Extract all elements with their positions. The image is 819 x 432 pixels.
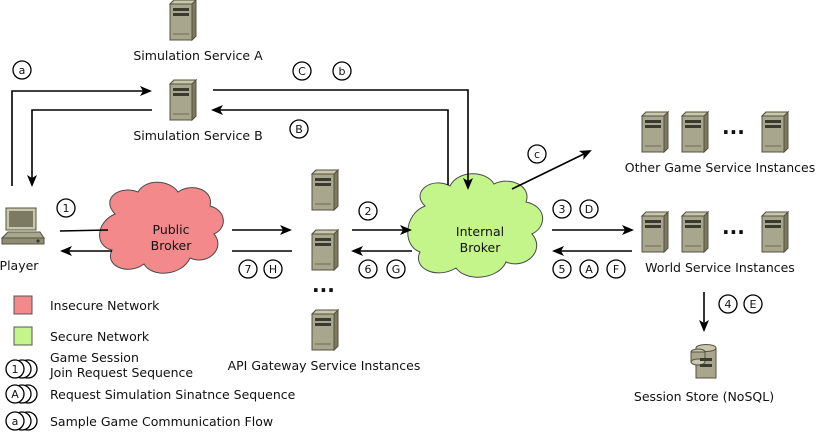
other-game-ellipsis: ... [722, 115, 745, 139]
world-service-label: World Service Instances [645, 260, 795, 275]
step-badge-E: E [743, 294, 763, 314]
public-broker-label-1: Public [153, 222, 190, 237]
legend-game-session-label-2: Join Request Sequence [49, 365, 193, 380]
step-badge-text-G: G [392, 263, 401, 276]
legend-sample-flow-label: Sample Game Communication Flow [50, 414, 273, 429]
internal-broker-label-1: Internal [456, 224, 504, 239]
step-badge-text-a: a [19, 64, 26, 77]
arrow-sim-b-to-player [27, 109, 152, 187]
step-badge-text-c_low: c [534, 148, 540, 161]
step-badge-text-H: H [269, 263, 277, 276]
step-badge-text-D: D [585, 203, 593, 216]
legend-game-session-symbol-text: 1 [12, 363, 19, 376]
arrow-internal-broker-to-sim-b [211, 105, 449, 185]
other-game-server-icon-2 [681, 111, 709, 153]
simulation-service-a-label: Simulation Service A [133, 48, 263, 63]
arrow-sim-a-to-internal-broker [213, 89, 473, 190]
step-badge-D: D [579, 199, 599, 219]
world-service-server-icon-2 [681, 211, 709, 253]
legend-sample-flow-symbol-text: a [12, 415, 19, 428]
step-badge-text-C: C [298, 65, 306, 78]
step-badge-n5: 5 [552, 259, 572, 279]
world-service-server-icon-3 [761, 211, 789, 253]
step-badge-text-n3: 3 [559, 203, 566, 216]
step-badge-n6: 6 [358, 259, 378, 279]
step-badge-G: G [386, 259, 406, 279]
simulation-service-b-label: Simulation Service B [133, 128, 262, 143]
session-store-label: Session Store (NoSQL) [634, 389, 774, 404]
step-badge-C: C [292, 61, 312, 81]
step-badge-n1: 1 [56, 198, 76, 218]
step-badge-text-n5: 5 [559, 263, 566, 276]
step-badge-n4: 4 [718, 294, 738, 314]
step-badge-text-B: B [295, 123, 303, 136]
legend-sample-flow-symbol: a [5, 411, 38, 431]
step-badge-text-F: F [613, 263, 619, 276]
other-game-server-icon-3 [761, 111, 789, 153]
step-badge-B: B [289, 119, 309, 139]
legend-insecure-swatch [13, 295, 33, 315]
step-badge-text-n6: 6 [365, 263, 372, 276]
simulation-service-b-server-icon [169, 79, 197, 121]
step-badge-c_low: c [527, 144, 547, 164]
simulation-service-a-server-icon [169, 0, 197, 41]
public-broker-label-2: Broker [151, 238, 193, 253]
step-badge-n7: 7 [238, 259, 258, 279]
step-badge-b: b [332, 61, 352, 81]
world-service-server-icon-1 [641, 211, 669, 253]
legend-game-session-symbol: 1 [5, 359, 38, 379]
legend-request-sim-label: Request Simulation Sinatnce Sequence [50, 387, 296, 402]
step-badge-H: H [263, 259, 283, 279]
internal-broker-label-2: Broker [460, 240, 502, 255]
step-badge-text-E: E [750, 298, 757, 311]
public-broker-cloud [99, 181, 224, 274]
legend-request-sim-symbol: A [5, 384, 38, 404]
api-gateway-server-icon-1 [311, 169, 339, 211]
computer-icon [0, 207, 45, 245]
step-badge-F: F [606, 259, 626, 279]
arrow-player-to-public-broker [59, 229, 109, 232]
step-badge-A: A [579, 259, 599, 279]
step-badge-n3: 3 [552, 199, 572, 219]
player-label: Player [0, 258, 39, 273]
legend-secure-swatch [13, 326, 33, 346]
step-badge-n2: 2 [358, 201, 378, 221]
internal-broker-cloud [407, 173, 543, 278]
api-gateway-server-icon-3 [311, 309, 339, 351]
step-badge-a: a [12, 60, 32, 80]
legend-request-sim-symbol-text: A [11, 388, 19, 401]
arrow-player-to-sim-a [11, 86, 152, 186]
api-gateway-server-icon-2 [311, 229, 339, 271]
arrow-internal-broker-to-other-game [511, 150, 592, 190]
step-badge-text-n2: 2 [365, 205, 372, 218]
other-game-service-label: Other Game Service Instances [625, 160, 816, 175]
step-badge-text-b: b [339, 65, 346, 78]
api-gateway-label: API Gateway Service Instances [228, 358, 421, 373]
step-badge-text-n4: 4 [725, 298, 732, 311]
world-service-ellipsis: ... [722, 215, 745, 239]
legend-secure-label: Secure Network [50, 329, 150, 344]
step-badge-text-n1: 1 [63, 202, 70, 215]
api-gateway-ellipsis: ... [312, 273, 335, 297]
other-game-server-icon-1 [641, 111, 669, 153]
legend-insecure-label: Insecure Network [50, 298, 160, 313]
database-icon [690, 344, 717, 379]
legend-game-session-label-1: Game Session [50, 350, 139, 365]
step-badge-text-A: A [585, 263, 593, 276]
step-badge-text-n7: 7 [245, 263, 252, 276]
